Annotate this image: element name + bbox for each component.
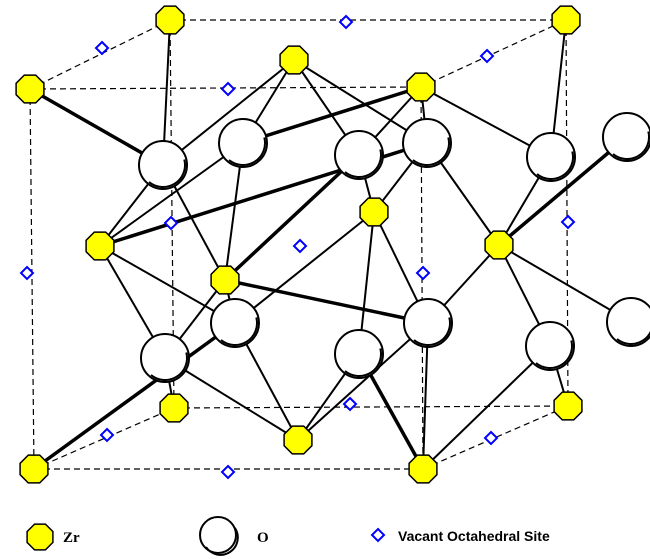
oxygen-atom-shading <box>413 317 451 347</box>
oxygen-atom <box>334 130 384 180</box>
vacant-octahedral-site <box>338 14 354 30</box>
oxygen-atom-shading <box>535 340 573 370</box>
bond <box>293 59 428 144</box>
bond <box>297 322 429 441</box>
bond-front <box>224 278 429 325</box>
zirconium-atom <box>553 391 583 421</box>
bond-front <box>29 87 164 167</box>
legend: Zr O Vacant Octahedral Site <box>26 516 550 556</box>
zirconium-atom <box>155 5 185 35</box>
zirconium-atom <box>283 425 313 455</box>
vacant-octahedral-site <box>415 265 431 281</box>
oxygen-atom-shading <box>220 317 258 347</box>
vacant-octahedral-sites <box>19 14 576 480</box>
legend-vacancy-label: Vacant Octahedral Site <box>398 528 550 544</box>
legend-o-label: O <box>257 530 269 546</box>
zirconium-atom <box>19 454 49 484</box>
vacant-octahedral-site <box>19 265 35 281</box>
oxygen-atom <box>526 132 576 182</box>
bond-front <box>32 321 237 471</box>
cell-edge <box>420 19 567 88</box>
zirconium-atoms <box>15 5 583 484</box>
oxygen-atom-shading <box>612 131 650 161</box>
bond <box>498 244 632 323</box>
oxygen-atom-shading <box>150 352 188 382</box>
oxygen-atom <box>210 298 260 348</box>
vacancy-symbol <box>370 527 386 543</box>
oxygen-atom-shading <box>228 137 266 167</box>
oxygen-atom <box>606 297 650 347</box>
vacant-octahedral-site <box>220 464 236 480</box>
zirconium-atom <box>15 74 45 104</box>
oxygen-atom <box>403 298 453 348</box>
oxygen-atom-symbol <box>199 516 237 554</box>
vacant-octahedral-site <box>342 396 358 412</box>
bond <box>164 357 299 441</box>
bond-front <box>223 153 361 282</box>
bond-front <box>497 135 629 247</box>
zirconium-atom <box>406 72 436 102</box>
oxygen-atom <box>140 333 190 383</box>
oxygen-atom-shading <box>412 137 450 167</box>
vacant-octahedral-site <box>560 214 576 230</box>
cell-edge <box>29 19 171 90</box>
zirconium-atom <box>85 231 115 261</box>
vacant-octahedral-site <box>483 430 499 446</box>
legend-vacancy: Vacant Octahedral Site <box>370 527 550 544</box>
legend-zr-label: Zr <box>63 530 80 546</box>
oxygen-atom <box>218 118 268 168</box>
oxygen-atom <box>525 321 575 371</box>
vacant-octahedral-site <box>163 215 179 231</box>
vacant-octahedral-site <box>479 48 495 64</box>
cell-edge <box>173 405 569 409</box>
zirconium-atom <box>210 265 240 295</box>
vacant-octahedral-site <box>94 40 110 56</box>
bond <box>99 142 244 247</box>
legend-zr: Zr <box>26 523 80 551</box>
oxygen-atom <box>334 329 384 379</box>
cell-edge <box>29 88 35 470</box>
oxygen-atom <box>138 140 188 190</box>
bond <box>234 211 375 324</box>
zirconium-atom <box>551 5 581 35</box>
zirconium-atom <box>159 393 189 423</box>
bond <box>422 345 551 470</box>
oxygen-atom-shading <box>148 159 186 189</box>
cell-edge <box>33 407 175 470</box>
oxygen-atom-shading <box>616 330 650 346</box>
zirconium-atom <box>484 230 514 260</box>
vacant-octahedral-site <box>292 238 308 254</box>
oxygen-atoms <box>138 112 650 383</box>
oxygen-atom-shadow <box>205 527 239 556</box>
zr-atom-symbol <box>26 523 54 551</box>
oxygen-atom <box>402 118 452 168</box>
oxygen-atom <box>602 112 650 162</box>
oxygen-atom-shading <box>536 151 574 181</box>
zirconium-atom <box>408 454 438 484</box>
cell-edge <box>422 405 569 470</box>
oxygen-atom-shading <box>344 149 382 179</box>
legend-oxygen: O <box>199 516 269 556</box>
zirconium-atom <box>279 45 309 75</box>
vacant-octahedral-site <box>99 427 115 443</box>
vacant-octahedral-site <box>220 81 236 97</box>
bond <box>162 59 295 166</box>
oxygen-atom-shading <box>344 348 382 378</box>
bond-front <box>242 85 422 145</box>
bond <box>99 245 236 324</box>
zirconium-atom <box>359 197 389 227</box>
